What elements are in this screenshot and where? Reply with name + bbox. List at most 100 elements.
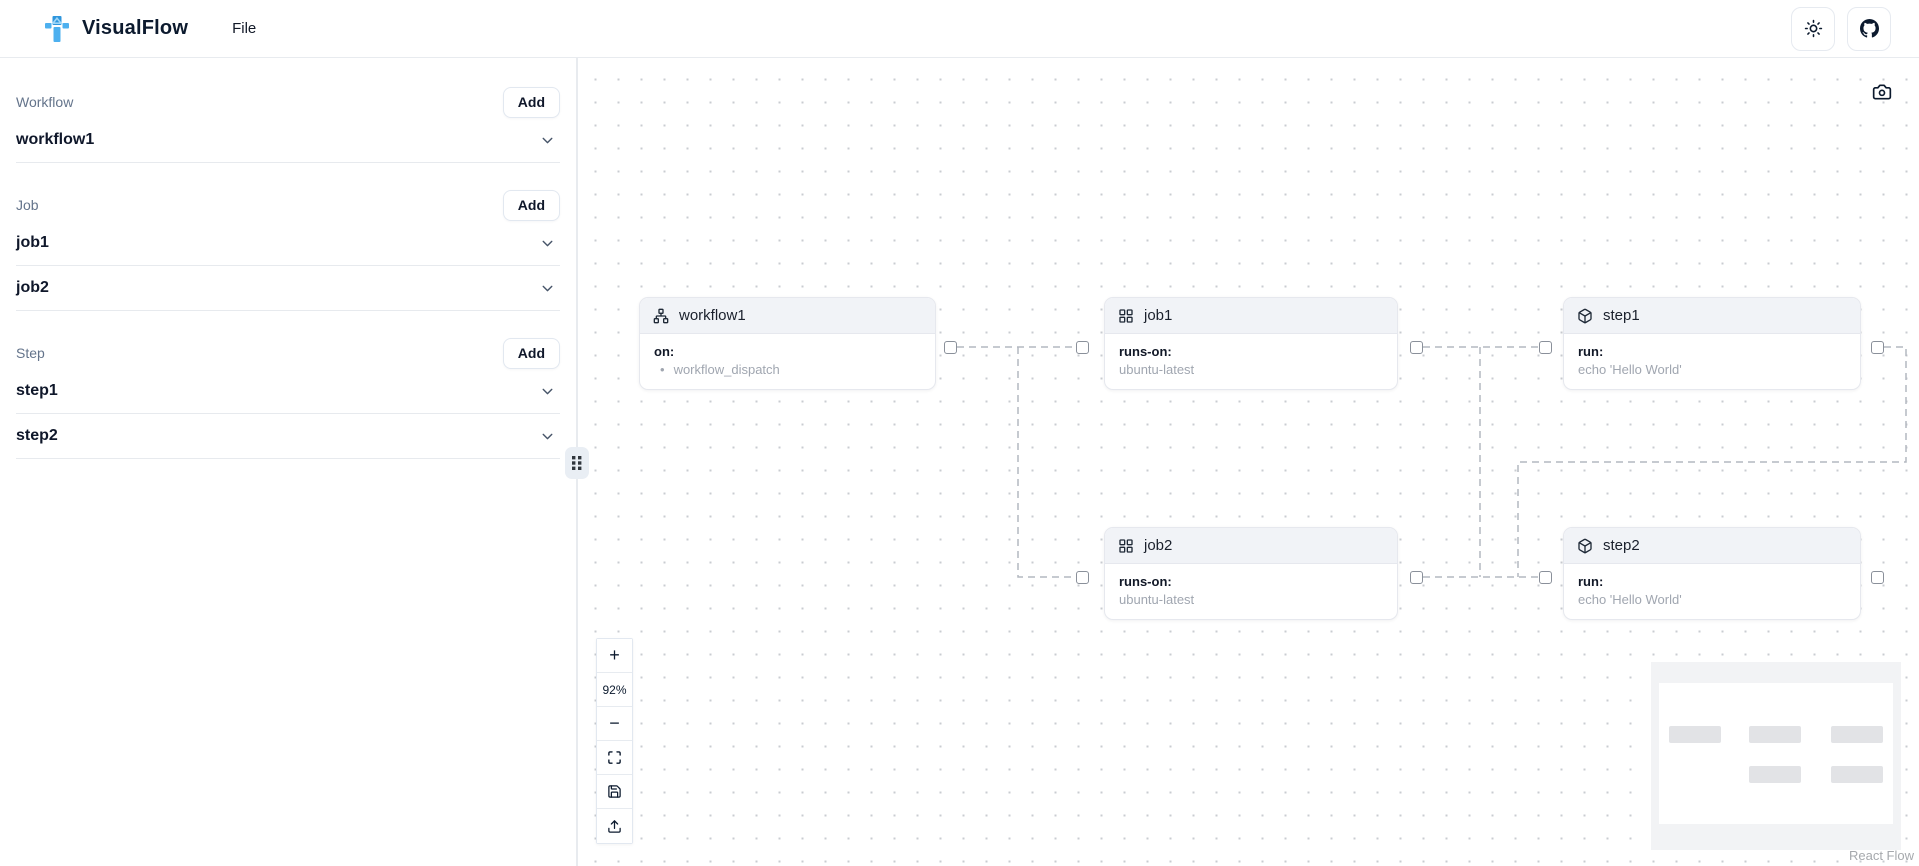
node-field-key: runs-on: (1119, 344, 1172, 359)
minimap-node-workflow1 (1669, 726, 1721, 743)
node-title: workflow1 (679, 307, 746, 324)
step2-node[interactable]: step2 run: echo 'Hello World' (1563, 527, 1861, 620)
sidebar-item-label: job1 (16, 234, 49, 251)
sidebar-item-job2[interactable]: job2 (16, 266, 560, 311)
grip-dots-icon (572, 456, 582, 470)
zoom-level: 92% (597, 673, 632, 707)
node-field-value: workflow_dispatch (673, 362, 780, 377)
zoom-in-button[interactable]: + (597, 639, 632, 673)
app-title: VisualFlow (82, 17, 189, 39)
save-button[interactable] (597, 775, 632, 809)
chevron-down-icon (539, 132, 556, 149)
node-field-value: echo 'Hello World' (1578, 592, 1682, 607)
fit-view-button[interactable] (597, 741, 632, 775)
sidebar-item-label: step2 (16, 427, 58, 444)
step1-node[interactable]: step1 run: echo 'Hello World' (1563, 297, 1861, 390)
sun-icon (1804, 19, 1823, 38)
job1-target-handle[interactable] (1076, 341, 1089, 354)
upload-icon (607, 819, 622, 834)
job-section: Job Add job1 job2 (16, 189, 560, 311)
flow-canvas[interactable]: workflow1 on: • workflow_dispatch job1 r… (578, 58, 1919, 866)
node-field-key: runs-on: (1119, 574, 1172, 589)
add-job-button[interactable]: Add (502, 189, 560, 221)
job1-source-handle[interactable] (1410, 341, 1423, 354)
node-body: runs-on: ubuntu-latest (1105, 334, 1397, 389)
step1-target-handle[interactable] (1539, 341, 1552, 354)
node-title: job1 (1144, 307, 1173, 324)
grid-icon (1118, 308, 1134, 324)
fit-view-icon (607, 750, 622, 765)
node-header: job2 (1105, 528, 1397, 564)
minimap-viewport (1659, 683, 1893, 824)
node-header: step2 (1564, 528, 1860, 564)
chevron-down-icon (539, 428, 556, 445)
workflow-section-label: Workflow (16, 94, 74, 110)
node-field-key: run: (1578, 344, 1604, 359)
github-icon (1859, 19, 1879, 38)
step2-source-handle[interactable] (1871, 571, 1884, 584)
camera-icon (1872, 82, 1892, 102)
package-icon (1577, 308, 1593, 324)
save-icon (607, 784, 622, 799)
sidebar-resize-handle[interactable] (565, 447, 589, 479)
theme-toggle-button[interactable] (1791, 6, 1835, 51)
visualflow-logo-icon (44, 15, 70, 43)
job2-target-handle[interactable] (1076, 571, 1089, 584)
job-section-label: Job (16, 197, 39, 213)
workflow1-node[interactable]: workflow1 on: • workflow_dispatch (639, 297, 936, 390)
minimap-node-step1 (1831, 726, 1883, 743)
upload-button[interactable] (597, 809, 632, 843)
node-header: workflow1 (640, 298, 935, 334)
step1-source-handle[interactable] (1871, 341, 1884, 354)
workflow-section: Workflow Add workflow1 (16, 86, 560, 163)
node-header: step1 (1564, 298, 1860, 334)
add-workflow-button[interactable]: Add (502, 86, 560, 118)
bullet-marker: • (660, 362, 665, 377)
node-body: on: • workflow_dispatch (640, 334, 935, 389)
workflow1-source-handle[interactable] (944, 341, 957, 354)
node-body: run: echo 'Hello World' (1564, 334, 1860, 389)
job2-node[interactable]: job2 runs-on: ubuntu-latest (1104, 527, 1398, 620)
minimap[interactable] (1651, 662, 1901, 850)
network-icon (653, 308, 669, 324)
chevron-down-icon (539, 383, 556, 400)
node-body: run: echo 'Hello World' (1564, 564, 1860, 619)
node-body: runs-on: ubuntu-latest (1105, 564, 1397, 619)
sidebar-item-step1[interactable]: step1 (16, 369, 560, 414)
zoom-out-button[interactable]: − (597, 707, 632, 741)
sidebar-item-step2[interactable]: step2 (16, 414, 560, 459)
minimap-node-job2 (1749, 766, 1801, 783)
react-flow-attribution: React Flow (1848, 848, 1914, 863)
node-field-value: echo 'Hello World' (1578, 362, 1682, 377)
add-step-button[interactable]: Add (502, 337, 560, 369)
sidebar-item-label: workflow1 (16, 131, 95, 148)
flow-controls: + 92% − (596, 638, 633, 844)
job1-node[interactable]: job1 runs-on: ubuntu-latest (1104, 297, 1398, 390)
header-actions (1791, 6, 1891, 51)
sidebar: Workflow Add workflow1 Job Add job1 job2 (0, 58, 576, 866)
screenshot-button[interactable] (1866, 76, 1898, 108)
node-title: step2 (1603, 537, 1640, 554)
sidebar-item-job1[interactable]: job1 (16, 221, 560, 266)
node-header: job1 (1105, 298, 1397, 334)
minimap-node-step2 (1831, 766, 1883, 783)
node-field-value: ubuntu-latest (1119, 592, 1195, 607)
step-section-label: Step (16, 345, 45, 361)
chevron-down-icon (539, 235, 556, 252)
job2-source-handle[interactable] (1410, 571, 1423, 584)
grid-icon (1118, 538, 1134, 554)
step2-target-handle[interactable] (1539, 571, 1552, 584)
sidebar-item-label: job2 (16, 279, 49, 296)
sidebar-item-label: step1 (16, 382, 58, 399)
sidebar-item-workflow1[interactable]: workflow1 (16, 118, 560, 163)
chevron-down-icon (539, 280, 556, 297)
menu-file[interactable]: File (232, 20, 257, 37)
package-icon (1577, 538, 1593, 554)
minimap-node-job1 (1749, 726, 1801, 743)
node-field-key: run: (1578, 574, 1604, 589)
node-title: step1 (1603, 307, 1640, 324)
step-section: Step Add step1 step2 (16, 337, 560, 459)
app-header: VisualFlow File (0, 0, 1919, 58)
github-button[interactable] (1847, 6, 1891, 51)
node-title: job2 (1144, 537, 1173, 554)
